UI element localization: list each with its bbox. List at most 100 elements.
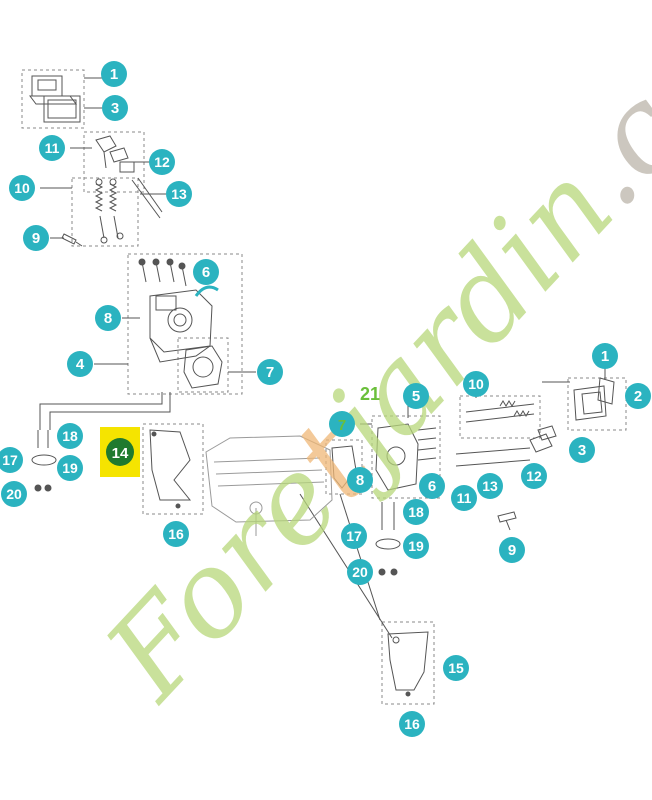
callout-c17b[interactable]: 17	[341, 523, 367, 549]
svg-text:Foretjardin.com: Foretjardin.com	[78, 0, 652, 726]
highlight-badge	[106, 438, 134, 466]
callout-number: 11	[457, 490, 472, 506]
callout-c4a[interactable]: 4	[67, 351, 93, 377]
callout-c16b[interactable]: 16	[399, 711, 425, 737]
callout-badge	[57, 423, 83, 449]
callout-c7a[interactable]: 7	[257, 359, 283, 385]
callout-number: 3	[111, 100, 119, 117]
callout-c11a[interactable]: 11	[39, 135, 65, 161]
callout-number: 16	[404, 716, 420, 732]
cylinder-head-left	[149, 285, 219, 363]
callout-number: 9	[32, 230, 40, 247]
callout-c10a[interactable]: 10	[9, 175, 35, 201]
callout-badge	[443, 655, 469, 681]
callout-c6a[interactable]: 6	[193, 259, 219, 285]
callout-number: 11	[45, 140, 60, 156]
callout-c17a[interactable]: 17	[0, 447, 23, 473]
group-box-cover-right	[567, 377, 627, 431]
callout-c15b[interactable]: 15	[443, 655, 469, 681]
callout-number: 10	[14, 180, 30, 196]
callout-badge	[0, 447, 23, 473]
watermark: Foretjardin.com	[78, 0, 652, 726]
callout-number: 8	[356, 472, 364, 489]
callout-number: 3	[578, 442, 586, 459]
callout-badge	[347, 467, 373, 493]
callout-c12b[interactable]: 12	[521, 463, 547, 489]
callout-c11b[interactable]: 11	[451, 485, 477, 511]
callout-badge	[67, 351, 93, 377]
callout-number: 10	[468, 376, 484, 392]
callout-c10b[interactable]: 10	[463, 371, 489, 397]
callout-badge	[477, 473, 503, 499]
shroud-part	[149, 429, 192, 509]
valve-cover-top	[29, 75, 81, 123]
callout-c18a[interactable]: 18	[57, 423, 83, 449]
callout-c2b[interactable]: 2	[625, 383, 651, 409]
callout-c19b[interactable]: 19	[403, 533, 429, 559]
head-gasket-left	[183, 345, 223, 389]
callout-c20b[interactable]: 20	[347, 559, 373, 585]
callout-badge	[149, 149, 175, 175]
callout-c3a[interactable]: 3	[102, 95, 128, 121]
callout-badge	[499, 537, 525, 563]
callout-c8b[interactable]: 8	[347, 467, 373, 493]
callout-c5b[interactable]: 5	[403, 383, 429, 409]
group-box-head-left	[127, 253, 243, 395]
shroud-right	[387, 631, 429, 697]
callout-c12a[interactable]: 12	[149, 149, 175, 175]
callout-number: 12	[154, 154, 170, 170]
callout-badge	[419, 473, 445, 499]
callout-badge	[101, 61, 127, 87]
callout-c3b[interactable]: 3	[569, 437, 595, 463]
engine-block	[205, 435, 333, 536]
callout-number: 1	[601, 348, 609, 365]
callout-badge	[592, 343, 618, 369]
callout-c9a[interactable]: 9	[23, 225, 49, 251]
callout-c13a[interactable]: 13	[166, 181, 192, 207]
callout-c1a[interactable]: 1	[101, 61, 127, 87]
group-box-head-gasket	[177, 337, 229, 393]
callout-number: 19	[408, 538, 424, 554]
callout-badge	[521, 463, 547, 489]
callout-badge	[569, 437, 595, 463]
callout-c9b[interactable]: 9	[499, 537, 525, 563]
callout-c19a[interactable]: 19	[57, 455, 83, 481]
callout-c18b[interactable]: 18	[403, 499, 429, 525]
callout-badge	[625, 383, 651, 409]
callout-number: 6	[428, 478, 436, 495]
callout-number: 1	[110, 66, 118, 83]
callout-badge	[399, 711, 425, 737]
callout-c13b[interactable]: 13	[477, 473, 503, 499]
callout-badge	[9, 175, 35, 201]
callout-number: 19	[62, 460, 78, 476]
callout-c20a[interactable]: 20	[1, 481, 27, 507]
callout-badge	[403, 499, 429, 525]
callout-number: 8	[104, 310, 112, 327]
highlight-label: 14	[112, 445, 129, 462]
callout-c16a[interactable]: 16	[163, 521, 189, 547]
callout-number: 17	[346, 528, 362, 544]
callout-number: 16	[168, 526, 184, 542]
label-7b[interactable]: 7	[338, 417, 346, 434]
callout-c1b[interactable]: 1	[592, 343, 618, 369]
group-box-shroud-right	[381, 621, 435, 705]
callout-number: 6	[202, 264, 210, 281]
callout-badge	[39, 135, 65, 161]
label-21: 21	[360, 384, 380, 404]
callout-number: 20	[6, 486, 22, 502]
callout-badge	[163, 521, 189, 547]
group-boxes	[21, 69, 627, 705]
callout-c6b[interactable]: 6	[419, 473, 445, 499]
callout-badge	[193, 259, 219, 285]
part-drawings	[29, 75, 615, 697]
callout-c8a[interactable]: 8	[95, 305, 121, 331]
callout-badge	[341, 523, 367, 549]
callout-14-highlight[interactable]: 14	[100, 427, 140, 477]
callout-number: 12	[526, 468, 542, 484]
callout-number: 17	[2, 452, 18, 468]
callout-badge	[1, 481, 27, 507]
callout-number: 18	[62, 428, 78, 444]
valve-cover-right	[573, 377, 615, 421]
valve-springs-left	[94, 177, 163, 244]
